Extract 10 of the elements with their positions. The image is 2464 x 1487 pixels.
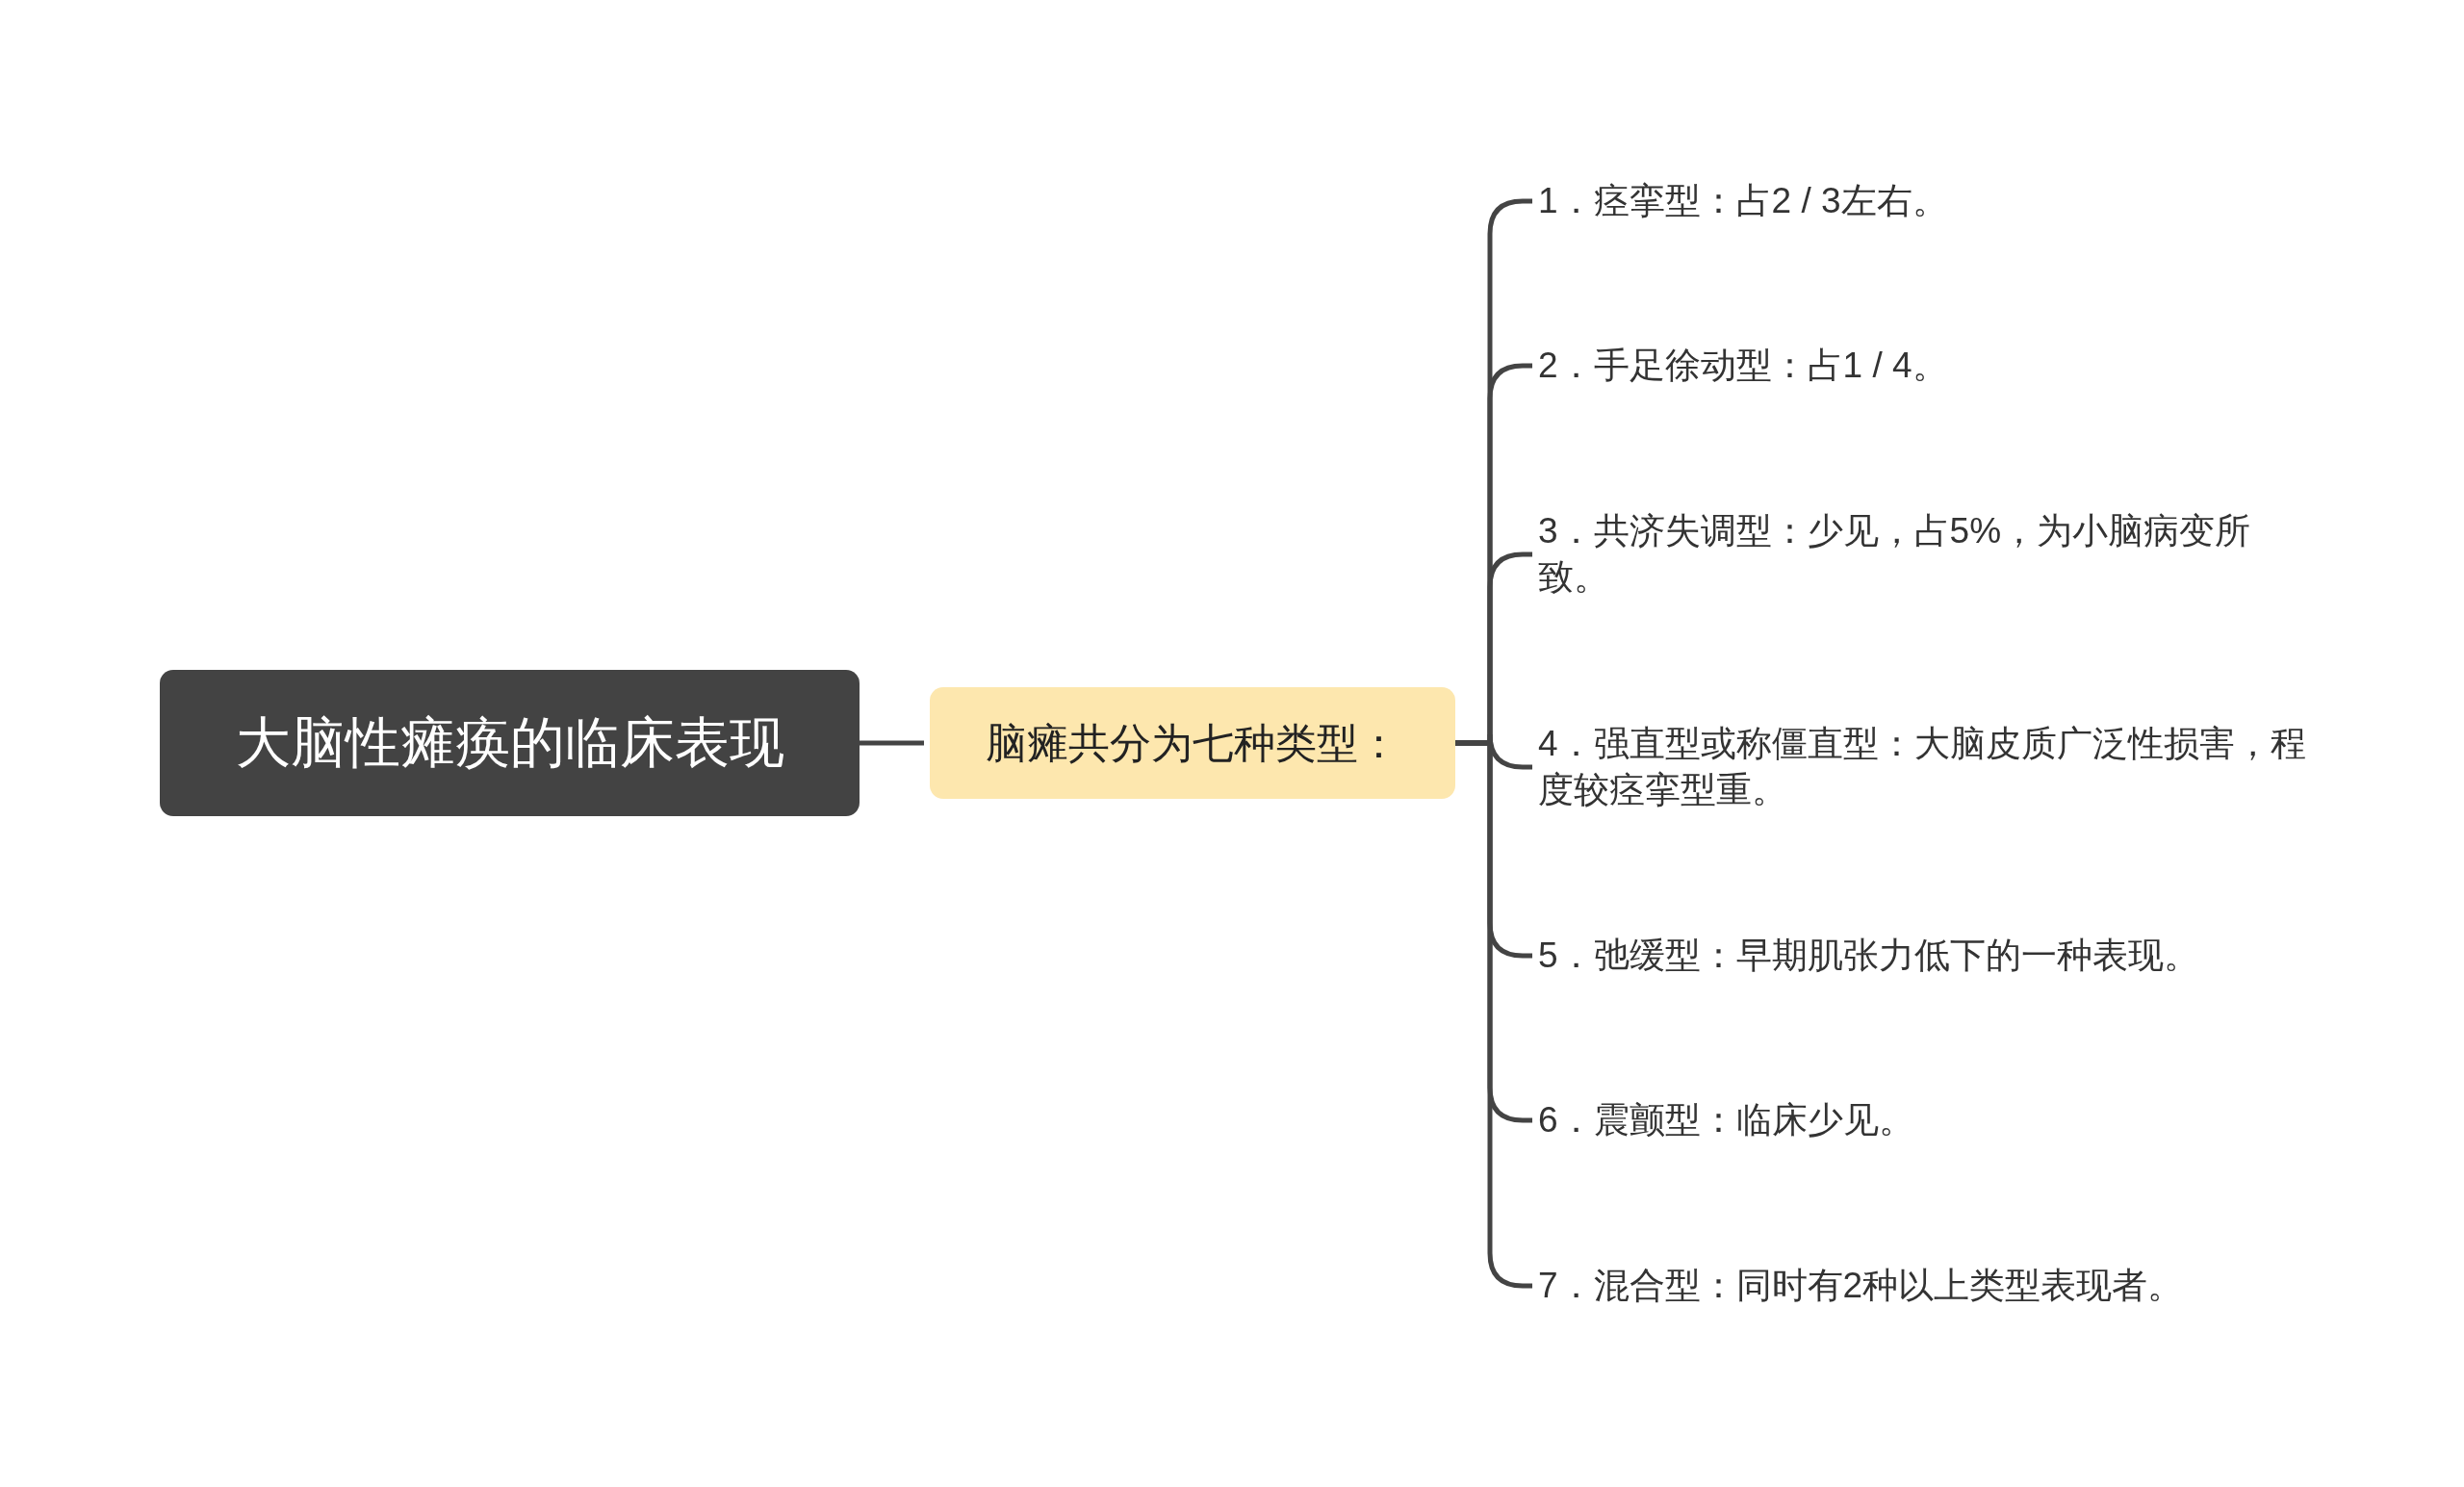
leaf-text: 4．强直型或称僵直型：大脑皮质广泛性损害，程度较痉挛型重。 [1538, 724, 2308, 810]
leaf-text: 2．手足徐动型：占1 / 4。 [1538, 322, 2308, 409]
leaf-text: 1．痉挛型：占2 / 3左右。 [1538, 158, 2308, 244]
subtopic-box: 脑瘫共分为七种类型： [930, 687, 1455, 799]
leaf-text: 3．共济失调型：少见，占5%，为小脑病变所致。 [1538, 511, 2308, 598]
leaf-text: 5．弛缓型：早期肌张力低下的一种表现。 [1538, 912, 2308, 999]
connector-line [860, 740, 924, 746]
leaf-text: 7．混合型：同时有2种以上类型表现者。 [1538, 1243, 2308, 1329]
leaf-text: 6．震颤型：临床少见。 [1538, 1077, 2308, 1164]
root-topic-box: 大脑性瘫痪的临床表现 [160, 670, 860, 816]
